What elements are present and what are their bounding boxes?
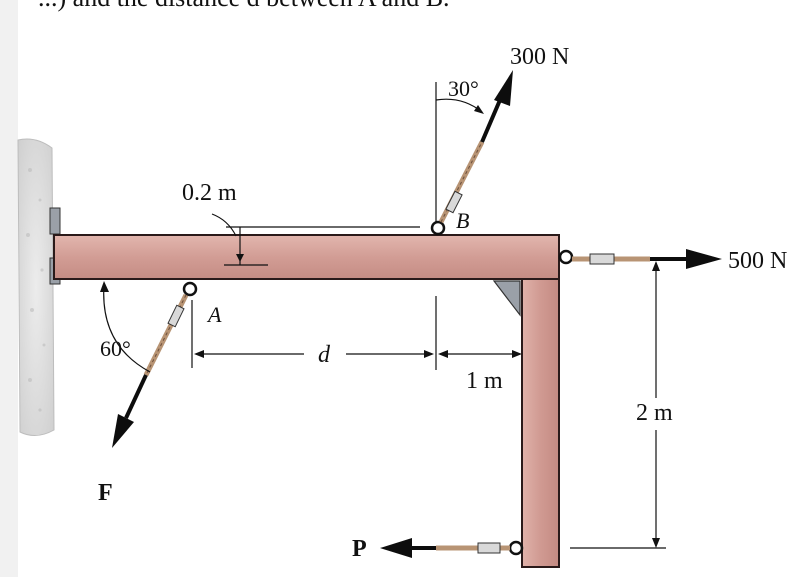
dim-02-leader [211, 213, 237, 237]
dim-d-arrow-left [194, 350, 204, 358]
wall-bracket-top [49, 207, 61, 235]
left-margin-shade [0, 0, 18, 577]
dim-2m-label: 2 m [636, 400, 673, 426]
wall [17, 138, 55, 436]
force-p-arrowhead [380, 538, 412, 558]
angle-30-label: 30° [448, 76, 479, 101]
header-text: ...) and the distance d between A and B. [38, 0, 450, 12]
angle-60-label: 60° [100, 336, 131, 361]
force-300-label: 300 N [510, 44, 569, 70]
point-b-label: B [456, 208, 469, 233]
force-f-label: F [98, 480, 113, 506]
dim-d-arrow-right [424, 350, 434, 358]
angle-60-arc [103, 284, 151, 373]
dim-2m-arrow-top [652, 261, 660, 271]
dim-1m-arrow-right [512, 350, 522, 358]
force-f-shaft [124, 374, 148, 419]
dim-1m-arrow-left [438, 350, 448, 358]
dim-02-arrowhead [236, 254, 244, 262]
force-300-arrowhead [494, 70, 513, 106]
vertical-beam [521, 278, 560, 568]
angle-30-arrowhead [474, 105, 484, 114]
wall-texture [26, 168, 46, 412]
point-a-label: A [206, 302, 222, 327]
force-p-label: P [352, 536, 367, 562]
turnbuckle-p [477, 542, 501, 554]
eyelet-b [430, 220, 446, 236]
eyelet-a [182, 281, 198, 297]
turnbuckle-b [445, 190, 463, 214]
force-500-arrowhead [686, 249, 722, 269]
force-300-shaft [480, 99, 502, 143]
turnbuckle-a [167, 304, 185, 328]
dim-02-label: 0.2 m [182, 180, 237, 206]
turnbuckle-500 [589, 253, 615, 265]
force-f-arrowhead [112, 414, 134, 448]
dim-2m-arrow-bottom [652, 538, 660, 548]
angle-60-arrowhead [100, 281, 109, 292]
dim-d-label: d [318, 342, 331, 368]
dim-1m-label: 1 m [466, 368, 503, 394]
gusset-bracket [492, 280, 521, 317]
force-500-label: 500 N [728, 248, 787, 274]
horizontal-beam [53, 234, 560, 280]
